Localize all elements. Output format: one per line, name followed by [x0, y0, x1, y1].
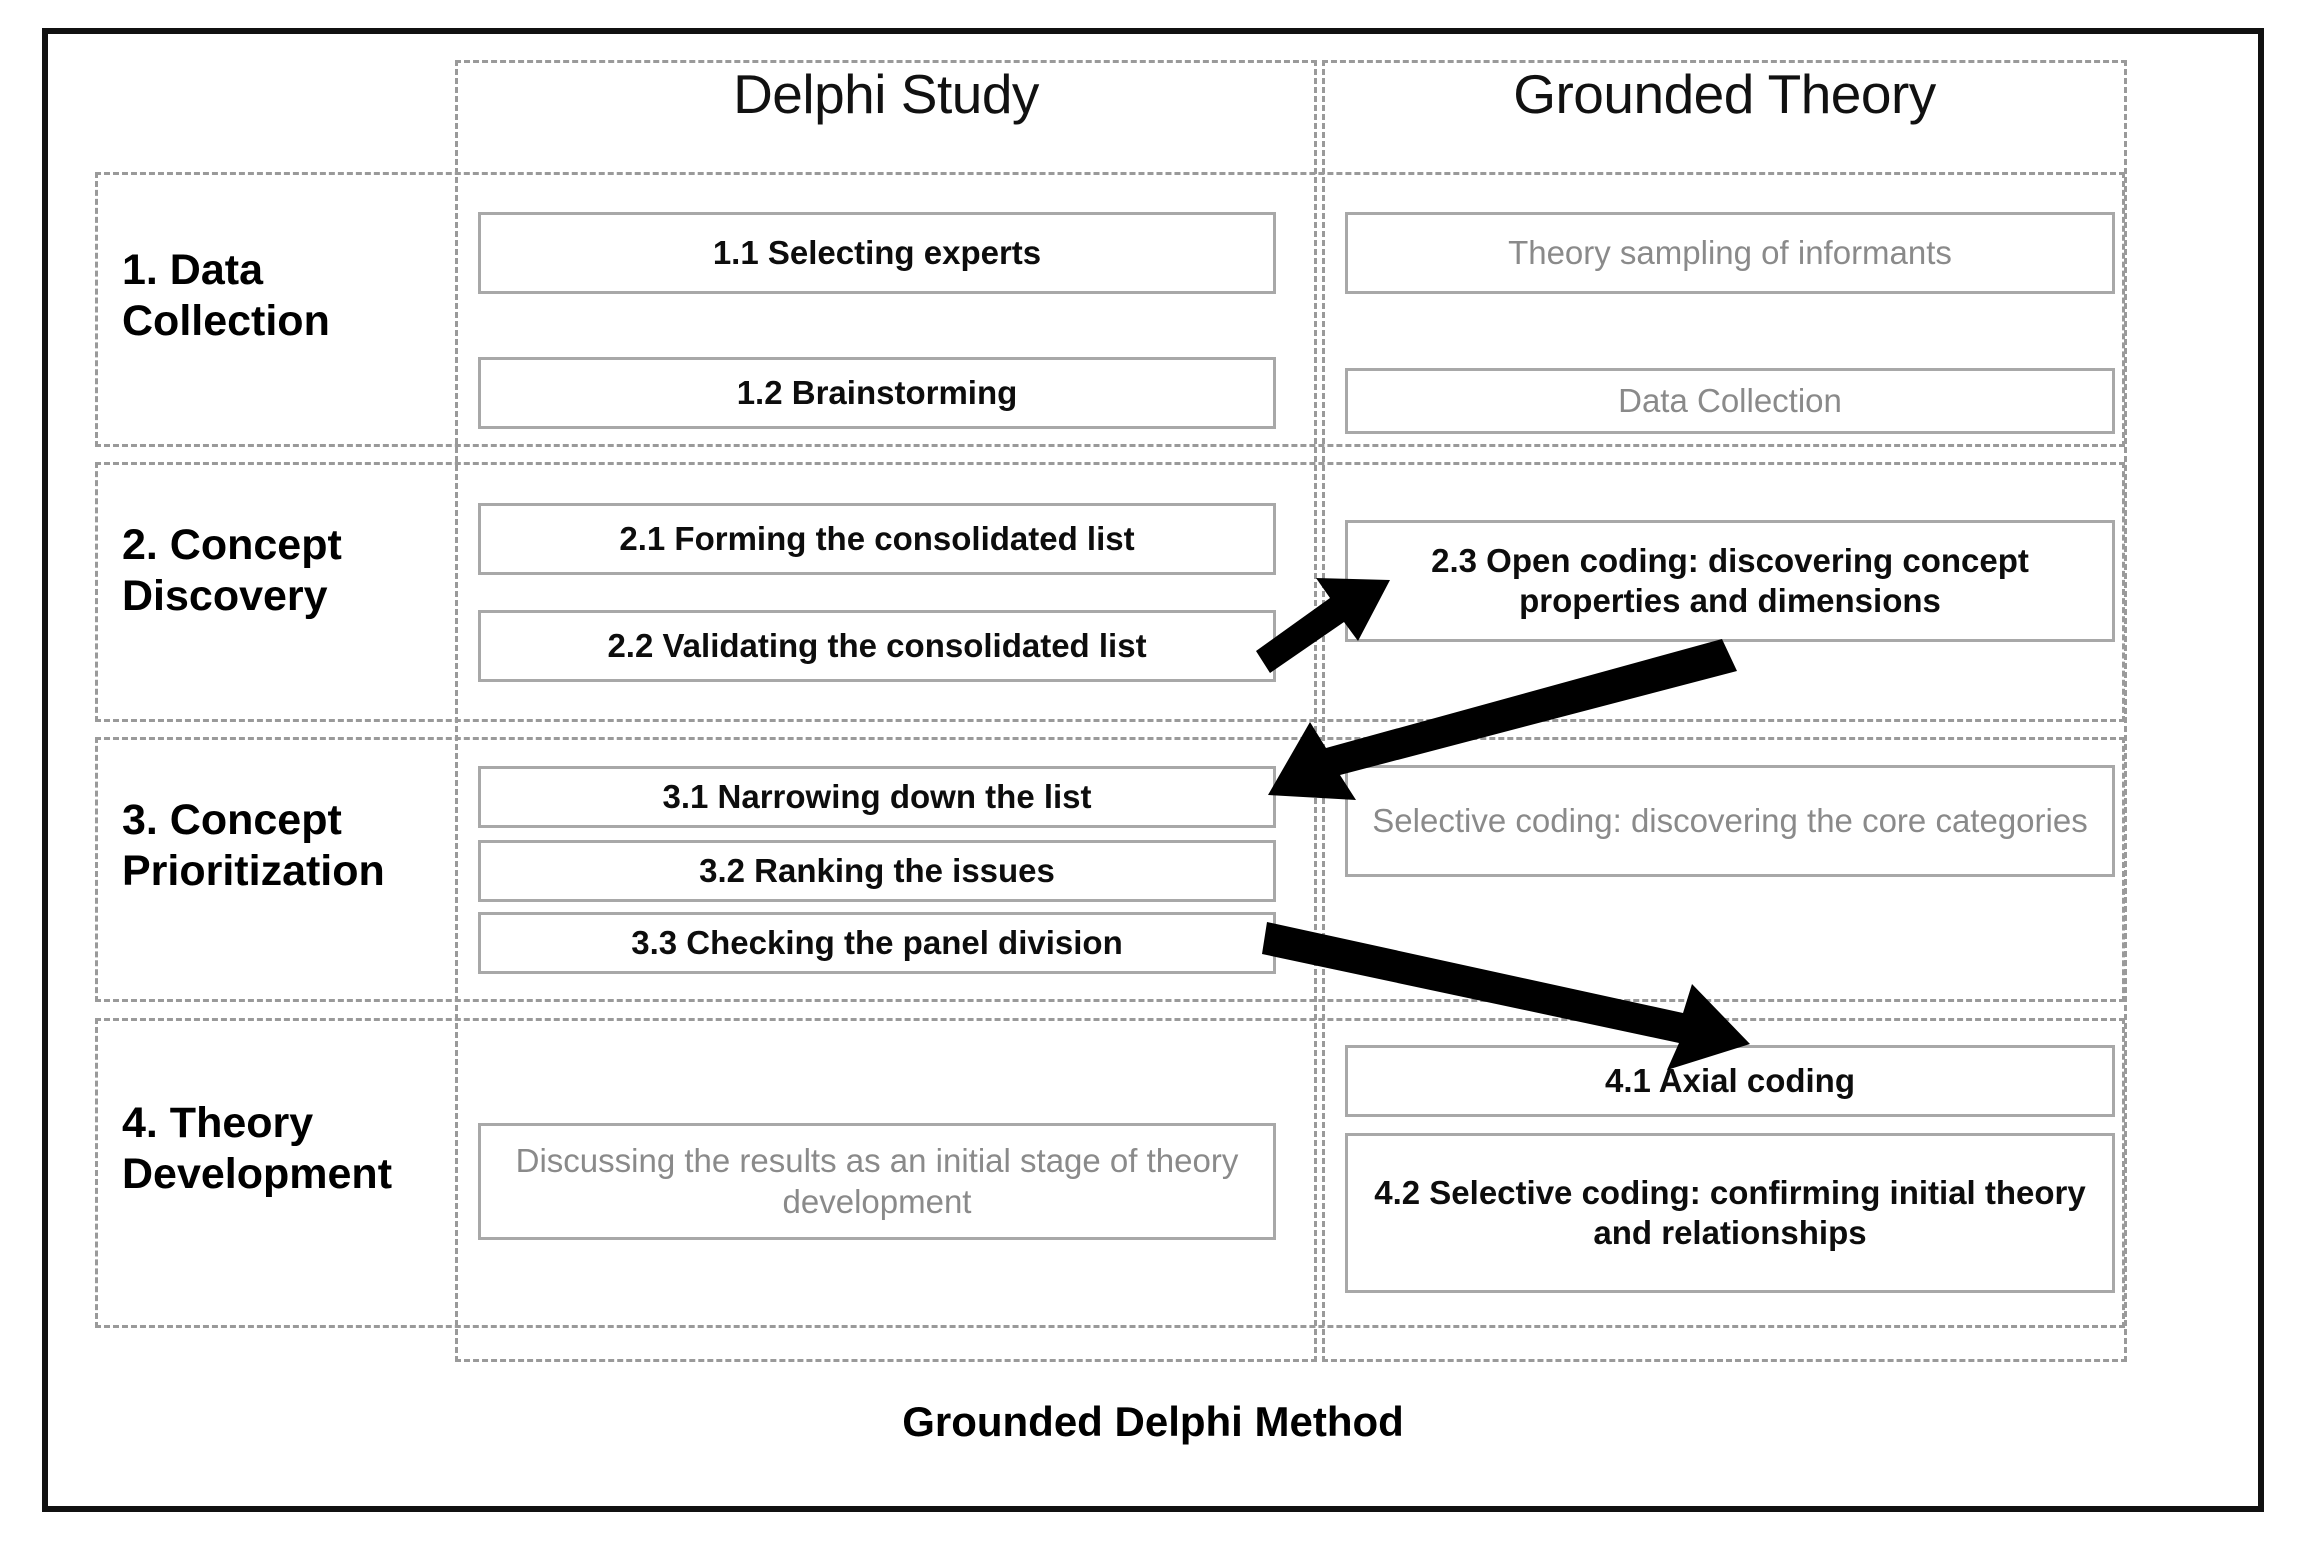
phase-row-data-collection: [95, 172, 2125, 447]
task-box-4-2-selective-coding-confirming[interactable]: 4.2 Selective coding: confirming initial…: [1345, 1133, 2115, 1293]
task-box-1-1-selecting-experts[interactable]: 1.1 Selecting experts: [478, 212, 1276, 294]
phase-label-line-1: 1. Data: [122, 246, 264, 294]
task-box-4-1-axial-coding[interactable]: 4.1 Axial coding: [1345, 1045, 2115, 1117]
phase-label-concept-discovery: 2. Concept Discovery: [122, 520, 452, 621]
task-box-1-2-brainstorming[interactable]: 1.2 Brainstorming: [478, 357, 1276, 429]
task-box-3-1-narrowing-down-the-list[interactable]: 3.1 Narrowing down the list: [478, 766, 1276, 828]
phase-label-line-1: 2. Concept: [122, 521, 342, 569]
task-box-2-3-open-coding[interactable]: 2.3 Open coding: discovering concept pro…: [1345, 520, 2115, 642]
task-box-label: 1.1 Selecting experts: [712, 233, 1042, 271]
task-box-label: 3.1 Narrowing down the list: [662, 777, 1092, 815]
task-box-label: 4.1 Axial coding: [1604, 1061, 1855, 1099]
column-title-grounded-theory: Grounded Theory: [1513, 63, 1936, 125]
task-box-selective-coding-core-categories[interactable]: Selective coding: discovering the core c…: [1345, 765, 2115, 877]
phase-label-line-2: Collection: [122, 296, 330, 345]
task-box-data-collection[interactable]: Data Collection: [1345, 368, 2115, 434]
phase-label-data-collection: 1. Data Collection: [122, 245, 452, 346]
task-box-label: Data Collection: [1618, 381, 1842, 419]
figure-caption: Grounded Delphi Method: [902, 1398, 1404, 1445]
phase-label-line-2: Prioritization: [122, 846, 385, 895]
task-box-label: Selective coding: discovering the core c…: [1372, 801, 2088, 839]
task-box-2-1-forming-consolidated-list[interactable]: 2.1 Forming the consolidated list: [478, 503, 1276, 575]
task-box-label: 2.3 Open coding: discovering concept pro…: [1431, 541, 2029, 619]
task-box-label: 2.2 Validating the consolidated list: [607, 626, 1147, 664]
task-box-discussing-the-results[interactable]: Discussing the results as an initial sta…: [478, 1123, 1276, 1240]
phase-label-line-1: 3. Concept: [122, 796, 342, 844]
column-title-delphi-study: Delphi Study: [733, 63, 1039, 125]
task-box-label: 3.3 Checking the panel division: [631, 923, 1123, 961]
phase-row-concept-discovery: [95, 462, 2125, 722]
task-box-label: 2.1 Forming the consolidated list: [619, 519, 1135, 557]
task-box-theory-sampling-of-informants[interactable]: Theory sampling of informants: [1345, 212, 2115, 294]
task-box-label: Discussing the results as an initial sta…: [515, 1142, 1239, 1220]
phase-label-line-1: 4. Theory: [122, 1099, 314, 1147]
task-box-2-2-validating-consolidated-list[interactable]: 2.2 Validating the consolidated list: [478, 610, 1276, 682]
task-box-label: Theory sampling of informants: [1508, 233, 1952, 271]
phase-row-concept-prioritization: [95, 737, 2125, 1002]
task-box-label: 3.2 Ranking the issues: [699, 851, 1055, 889]
phase-row-theory-development: [95, 1018, 2125, 1328]
task-box-label: 1.2 Brainstorming: [736, 373, 1018, 411]
task-box-3-2-ranking-the-issues[interactable]: 3.2 Ranking the issues: [478, 840, 1276, 902]
phase-label-theory-development: 4. Theory Development: [122, 1098, 452, 1199]
task-box-label: 4.2 Selective coding: confirming initial…: [1374, 1173, 2086, 1251]
task-box-3-3-checking-the-panel-division[interactable]: 3.3 Checking the panel division: [478, 912, 1276, 974]
phase-label-concept-prioritization: 3. Concept Prioritization: [122, 795, 452, 896]
phase-label-line-2: Discovery: [122, 571, 328, 620]
phase-label-line-2: Development: [122, 1149, 393, 1198]
